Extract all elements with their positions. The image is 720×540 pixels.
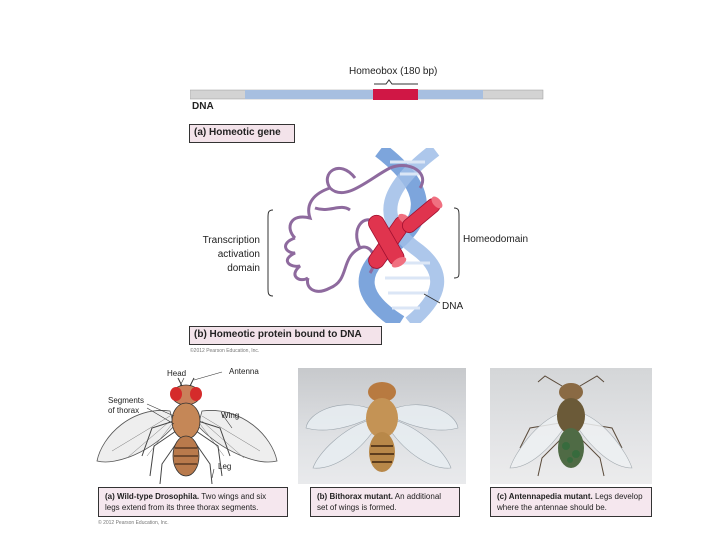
homeodomain-label: Homeodomain — [463, 234, 529, 245]
homeotic-gene-bar — [190, 79, 544, 100]
wildtype-caption-title: (a) Wild-type Drosophila. — [105, 492, 200, 501]
dna-gene-label: DNA — [192, 101, 214, 112]
homeobox-bracket — [374, 79, 418, 85]
homeodomain-bracket — [453, 207, 460, 279]
homeobox-segment — [373, 89, 418, 100]
part-b-label: (b) Homeotic protein bound to DNA — [189, 326, 382, 345]
wildtype-fly-drawing — [96, 371, 278, 485]
wing-label: Wing — [221, 411, 240, 420]
antennapedia-caption-text: Legs develop where the antennae should b… — [497, 492, 643, 512]
protein-dna-illustration — [267, 148, 460, 323]
wildtype-caption: (a) Wild-type Drosophila. Two wings and … — [98, 487, 288, 517]
protein-copyright: ©2012 Pearson Education, Inc. — [190, 348, 260, 354]
homeobox-label: Homeobox (180 bp) — [349, 66, 438, 77]
bithorax-caption-text: An additional set of wings is formed. — [317, 492, 442, 512]
antennapedia-caption-title: (c) Antennapedia mutant. — [497, 492, 593, 501]
bithorax-caption: (b) Bithorax mutant. An additional set o… — [310, 487, 460, 517]
antenna-label: Antenna — [229, 367, 259, 376]
segments-of-thorax-label: Segments of thorax — [108, 396, 145, 415]
fly-copyright: © 2012 Pearson Education, Inc. — [98, 520, 169, 526]
transcription-activation-label: Transcription activation domain — [202, 235, 260, 274]
leg-label: Leg — [218, 462, 232, 471]
fly-thorax — [171, 402, 201, 440]
wildtype-caption-text: Two wings and six legs extend from its t… — [105, 492, 267, 512]
dna-pointer-line — [423, 293, 441, 304]
dna-helix-label: DNA — [442, 301, 464, 312]
head-label: Head — [167, 369, 187, 378]
antennapedia-photo — [490, 368, 652, 484]
antennapedia-caption: (c) Antennapedia mutant. Legs develop wh… — [490, 487, 652, 517]
activation-domain-bracket — [267, 209, 274, 297]
bithorax-photo — [298, 368, 466, 484]
gene-coding-region — [245, 90, 483, 99]
homeodomain-helices — [368, 196, 443, 269]
bithorax-caption-title: (b) Bithorax mutant. — [317, 492, 393, 501]
part-a-label: (a) Homeotic gene — [189, 124, 295, 143]
